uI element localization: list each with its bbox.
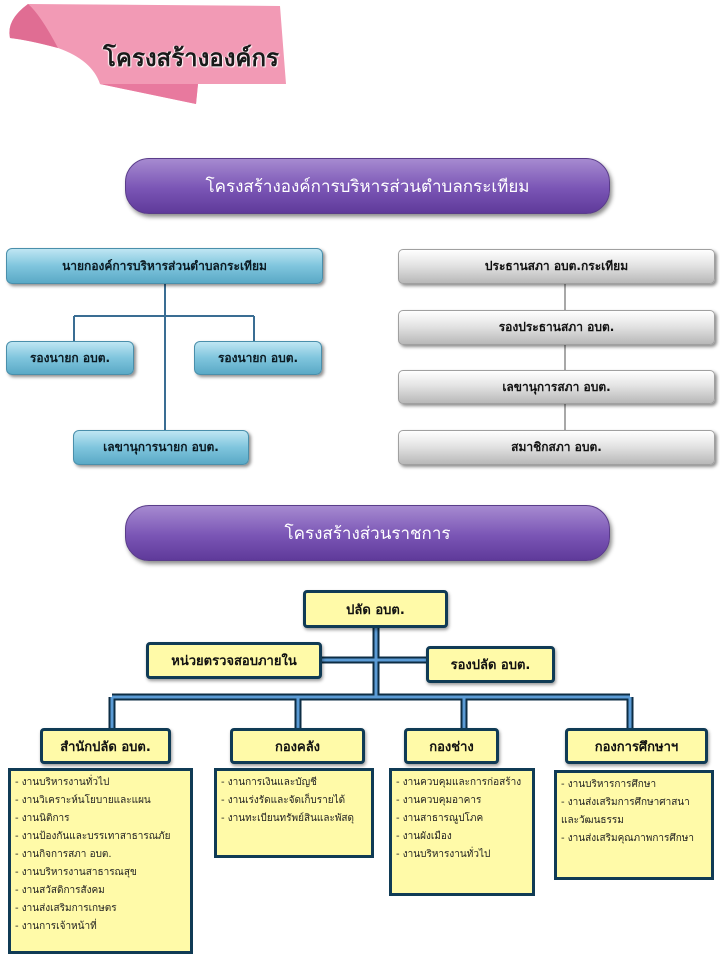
list-item: - งานบริหารงานทั่วไป [396,849,491,860]
deputy-mayor-right-box: รองนายก อบต. [194,341,322,375]
list-item: - งานสาธารณูปโภค [396,813,484,824]
list-item: - งานเร่งรัดและจัดเก็บรายได้ [221,795,346,806]
task-list-engineering: - งานควบคุมและการก่อสร้าง - งานควบคุมอาค… [389,768,535,896]
list-item: - งานบริหารการศึกษา [561,779,657,790]
list-item: - งานบริหารงานทั่วไป [15,777,110,788]
council-secretary-box: เลขานุการสภา อบต. [398,370,715,404]
list-item: - งานสวัสดิการสังคม [15,885,105,896]
list-item: - งานกิจการสภา อบต. [15,849,112,860]
council-president-box: ประธานสภา อบต.กระเทียม [398,249,715,284]
list-item: - งานวิเคราะห์นโยบายและแผน [15,795,151,806]
council-vice-president-box: รองประธานสภา อบต. [398,310,715,345]
department-box-education: กองการศึกษาฯ [565,728,708,764]
department-box-office: สำนักปลัด อบต. [40,728,171,764]
list-item: - งานทะเบียนทรัพย์สินและพัสดุ [221,813,355,824]
task-list-finance: - งานการเงินและบัญชี - งานเร่งรัดและจัดเ… [214,768,374,858]
deputy-mayor-left-box: รองนายก อบต. [6,341,134,375]
mayor-secretary-box: เลขานุการนายก อบต. [73,430,249,465]
department-box-finance: กองคลัง [230,728,365,764]
org-structure-banner: โครงสร้างองค์การบริหารส่วนตำบลกระเทียม [125,158,610,214]
title-ribbon [9,4,287,104]
department-box-engineering: กองช่าง [404,728,499,764]
list-item: - งานการเจ้าหน้าที่ [15,921,97,932]
task-list-education: - งานบริหารการศึกษา - งานส่งเสริมการศึกษ… [554,770,714,880]
list-item: - งานควบคุมอาคาร [396,795,482,806]
list-item: - งานส่งเสริมการศึกษาศาสนาและวัฒนธรรม [561,797,690,826]
list-item: - งานบริหารงานสาธารณสุข [15,867,137,878]
list-item: - งานส่งเสริมคุณภาพการศึกษา [561,833,695,844]
list-item: - งานการเงินและบัญชี [221,777,317,788]
list-item: - งานควบคุมและการก่อสร้าง [396,777,522,788]
mayor-box: นายกองค์การบริหารส่วนตำบลกระเทียม [6,248,323,284]
chief-administrator-box: ปลัด อบต. [303,590,448,628]
list-item: - งานผังเมือง [396,831,452,842]
government-structure-banner: โครงสร้างส่วนราชการ [125,505,610,561]
page-title: โครงสร้างองค์กร [103,44,279,72]
council-members-box: สมาชิกสภา อบต. [398,430,715,465]
list-item: - งานส่งเสริมการเกษตร [15,903,117,914]
list-item: - งานป้องกันและบรรเทาสาธารณภัย [15,831,171,842]
internal-audit-box: หน่วยตรวจสอบภายใน [146,642,322,679]
task-list-office: - งานบริหารงานทั่วไป - งานวิเคราะห์นโยบา… [8,768,193,954]
deputy-chief-box: รองปลัด อบต. [426,646,555,683]
list-item: - งานนิติการ [15,813,70,824]
